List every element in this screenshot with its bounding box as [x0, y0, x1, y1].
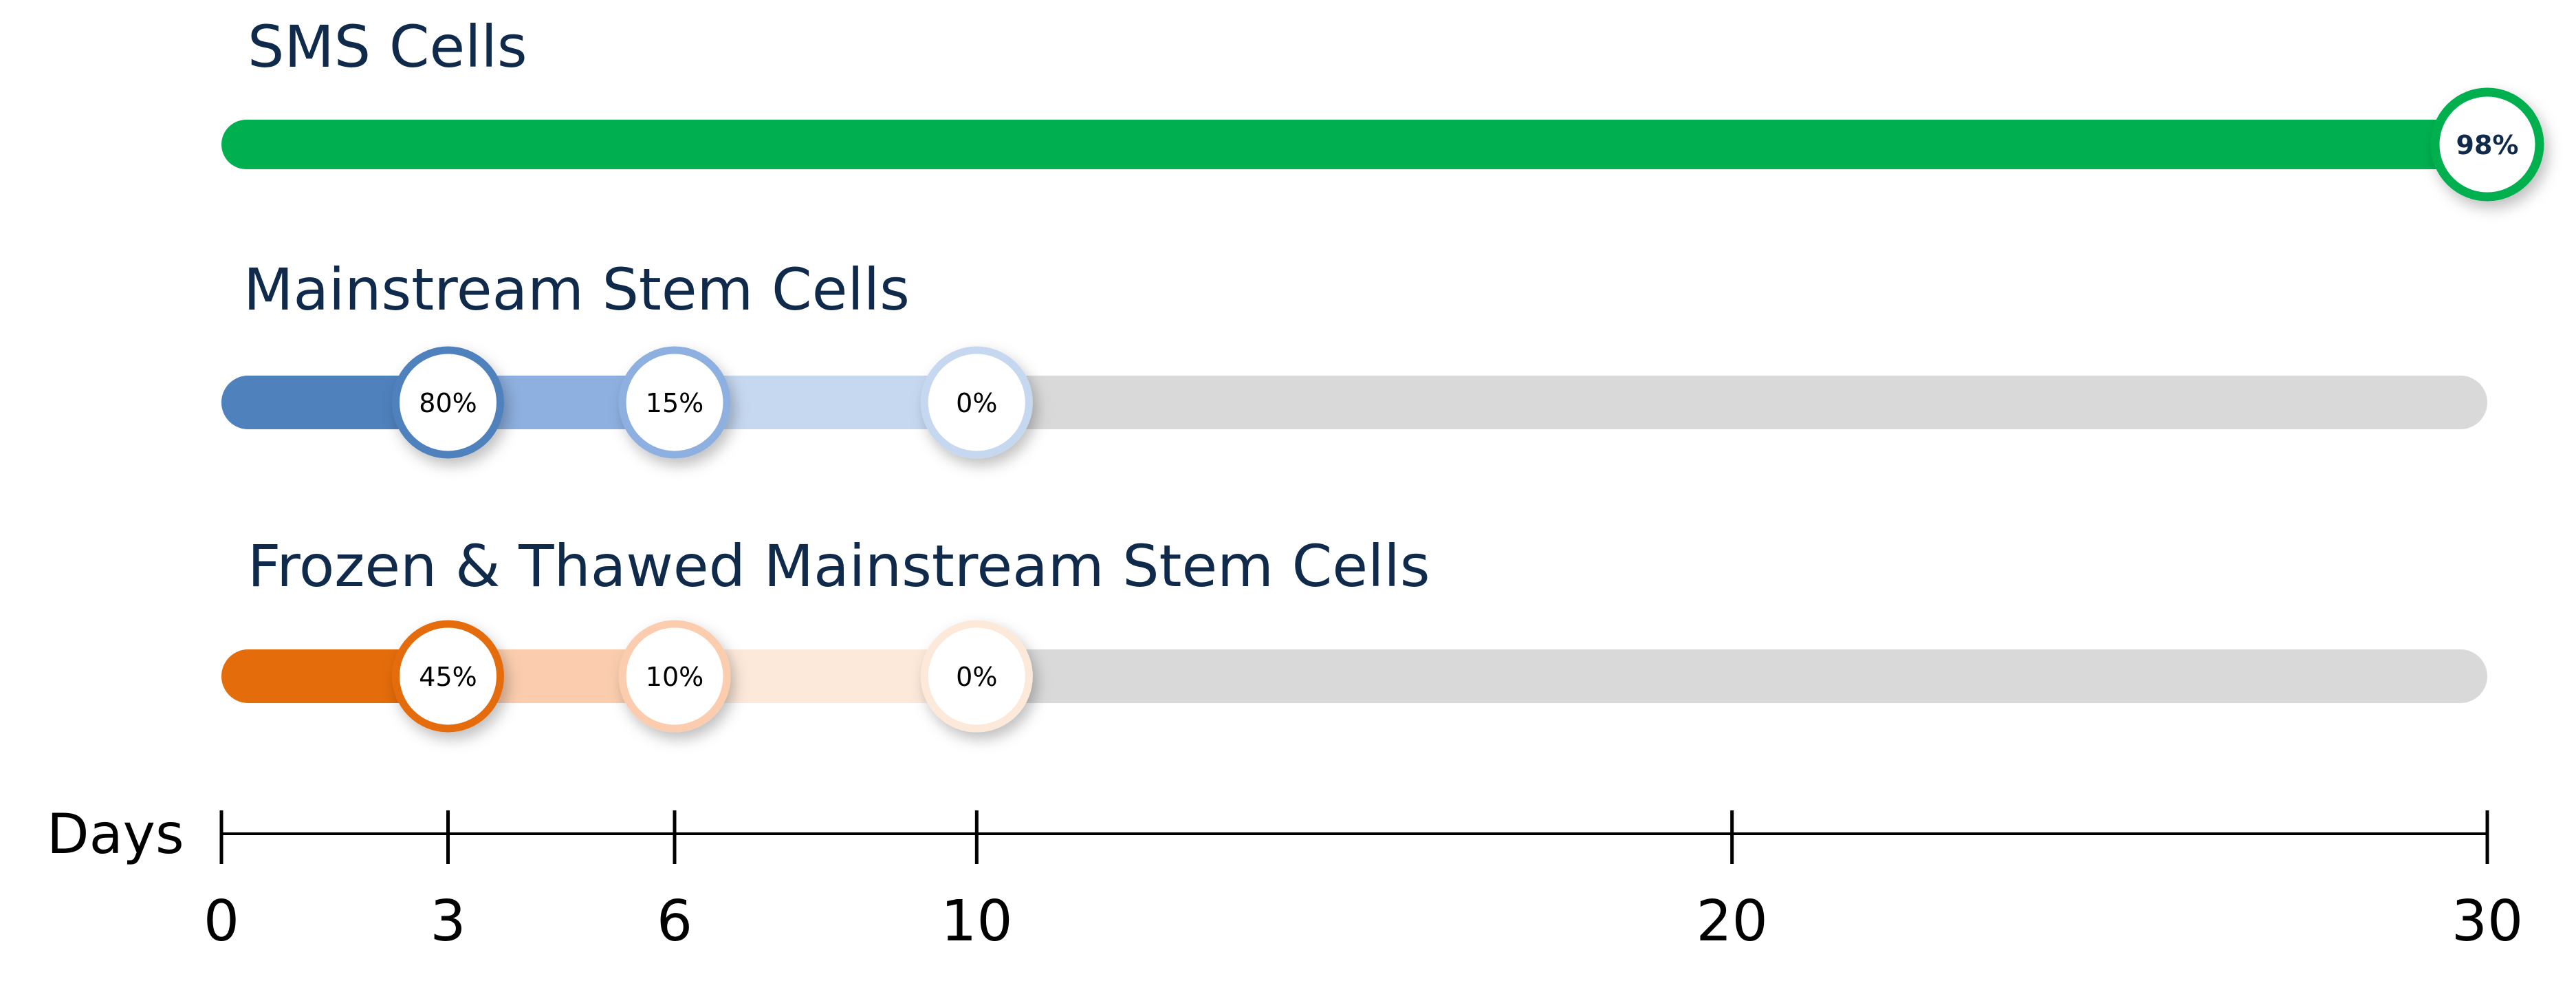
marker-frozen-and-thawed-mainstream-stem-cells-day-3: [392, 620, 504, 733]
value-label-sms-cells-day-30: 98%: [2456, 130, 2519, 160]
segment-mainstream-stem-cells-day-3: [221, 376, 448, 429]
marker-mainstream-stem-cells-day-3: [392, 346, 504, 459]
value-label-frozen-and-thawed-mainstream-stem-cells-day-3: 45%: [419, 662, 477, 692]
row-title-mainstream-stem-cells: Mainstream Stem Cells: [243, 256, 910, 323]
value-label-mainstream-stem-cells-day-3: 80%: [419, 388, 477, 418]
x-axis-label: Days: [47, 802, 184, 866]
tick-label-0: 0: [204, 889, 239, 954]
tick-label-3: 3: [430, 889, 466, 954]
value-label-mainstream-stem-cells-day-10: 0%: [956, 388, 997, 418]
marker-mainstream-stem-cells-day-10: [920, 346, 1033, 459]
tick-label-30: 30: [2452, 889, 2523, 954]
row-title-sms-cells: SMS Cells: [248, 13, 527, 80]
tick-label-20: 20: [1696, 889, 1767, 954]
tick-label-10: 10: [941, 889, 1012, 954]
marker-frozen-and-thawed-mainstream-stem-cells-day-6: [618, 620, 731, 733]
marker-mainstream-stem-cells-day-6: [618, 346, 731, 459]
segment-frozen-and-thawed-mainstream-stem-cells-day-3: [221, 649, 448, 703]
value-label-mainstream-stem-cells-day-6: 15%: [646, 388, 703, 418]
row-title-frozen-and-thawed-mainstream-stem-cells: Frozen & Thawed Mainstream Stem Cells: [248, 532, 1430, 600]
value-label-frozen-and-thawed-mainstream-stem-cells-day-6: 10%: [646, 662, 703, 692]
marker-sms-cells-day-30: [2430, 87, 2544, 202]
tick-label-6: 6: [657, 889, 692, 954]
value-label-frozen-and-thawed-mainstream-stem-cells-day-10: 0%: [956, 662, 997, 692]
marker-frozen-and-thawed-mainstream-stem-cells-day-10: [920, 620, 1033, 733]
bar-sms-cells: [221, 120, 2501, 169]
